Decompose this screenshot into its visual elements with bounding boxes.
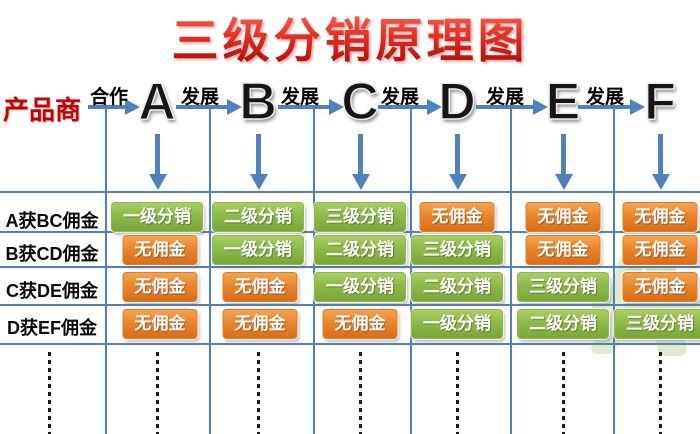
chain-line — [378, 105, 428, 109]
grid-vline — [105, 107, 107, 434]
right-arrow-icon — [125, 99, 140, 115]
commission-cell: 三级分销 — [517, 272, 609, 302]
link-label-cooperation: 合作 — [89, 87, 128, 108]
row-label-d: D获EF佣金 — [7, 318, 97, 338]
grid-vline — [510, 107, 512, 434]
grid-hline — [0, 343, 700, 345]
chain-node-e: E — [545, 73, 581, 131]
right-arrow-icon — [630, 99, 645, 115]
commission-cell: 一级分销 — [111, 202, 203, 232]
commission-cell: 二级分销 — [517, 309, 609, 339]
right-arrow-icon — [227, 99, 242, 115]
link-label-develop: 发展 — [585, 87, 624, 108]
grid-vline — [410, 107, 412, 434]
down-arrow-icon — [555, 174, 573, 190]
dotted-line — [659, 352, 662, 434]
link-label-develop: 发展 — [180, 87, 219, 108]
commission-cell: 三级分销 — [411, 235, 503, 265]
chain-line — [476, 105, 534, 109]
grid-vline — [209, 107, 211, 434]
commission-cell: 无佣金 — [322, 309, 398, 339]
commission-cell: 无佣金 — [222, 309, 298, 339]
dotted-line — [359, 352, 362, 434]
chain-node-f: F — [643, 73, 676, 131]
commission-cell: 无佣金 — [122, 272, 198, 302]
commission-cell: 三级分销 — [314, 202, 406, 232]
chain-line — [88, 105, 126, 109]
commission-cell: 无佣金 — [622, 202, 698, 232]
down-arrow-icon — [149, 174, 167, 190]
commission-cell: 一级分销 — [314, 272, 406, 302]
chain-node-d: D — [437, 73, 476, 131]
grid-hline — [0, 266, 700, 268]
commission-cell: 三级分销 — [614, 309, 700, 339]
down-arrow — [658, 134, 663, 174]
down-arrow — [358, 134, 363, 174]
commission-cell: 无佣金 — [419, 202, 495, 232]
down-arrow — [455, 134, 460, 174]
right-arrow-icon — [533, 99, 548, 115]
commission-cell: 一级分销 — [212, 235, 304, 265]
down-arrow — [155, 134, 160, 174]
chain-node-c: C — [340, 73, 379, 131]
chain-line — [278, 105, 330, 109]
commission-cell: 二级分销 — [314, 235, 406, 265]
commission-cell: 二级分销 — [212, 202, 304, 232]
down-arrow — [256, 134, 261, 174]
commission-cell: 无佣金 — [122, 235, 198, 265]
grid-hline — [0, 304, 700, 306]
dotted-line — [456, 352, 459, 434]
grid-hline — [0, 191, 700, 193]
row-label-c: C获DE佣金 — [5, 281, 98, 301]
commission-cell: 二级分销 — [411, 272, 503, 302]
commission-cell: 无佣金 — [525, 235, 601, 265]
chain-line — [578, 105, 631, 109]
grid-vline — [613, 107, 615, 434]
commission-cell: 无佣金 — [622, 272, 698, 302]
link-label-develop: 发展 — [280, 87, 319, 108]
right-arrow-icon — [427, 99, 442, 115]
row-label-a: A获BC佣金 — [5, 211, 99, 231]
down-arrow-icon — [352, 174, 370, 190]
commission-cell: 无佣金 — [122, 309, 198, 339]
commission-cell: 无佣金 — [622, 235, 698, 265]
down-arrow — [561, 134, 566, 174]
dotted-line — [156, 352, 159, 434]
dotted-line — [257, 352, 260, 434]
row-label-b: B获CD佣金 — [5, 244, 99, 264]
grid-hline — [0, 231, 700, 233]
commission-cell: 无佣金 — [525, 202, 601, 232]
page-title: 三级分销原理图 — [0, 2, 700, 71]
producer-label: 产品商 — [3, 95, 82, 125]
chain-node-a: A — [137, 73, 176, 131]
dotted-line — [48, 352, 51, 434]
link-label-develop: 发展 — [485, 87, 524, 108]
down-arrow-icon — [449, 174, 467, 190]
commission-cell: 一级分销 — [411, 309, 503, 339]
right-arrow-icon — [329, 99, 344, 115]
chain-node-b: B — [238, 73, 277, 131]
commission-cell: 无佣金 — [222, 272, 298, 302]
grid-vline — [313, 107, 315, 434]
chain-line — [176, 105, 228, 109]
down-arrow-icon — [652, 174, 670, 190]
down-arrow-icon — [250, 174, 268, 190]
link-label-develop: 发展 — [380, 87, 419, 108]
dotted-line — [562, 352, 565, 434]
